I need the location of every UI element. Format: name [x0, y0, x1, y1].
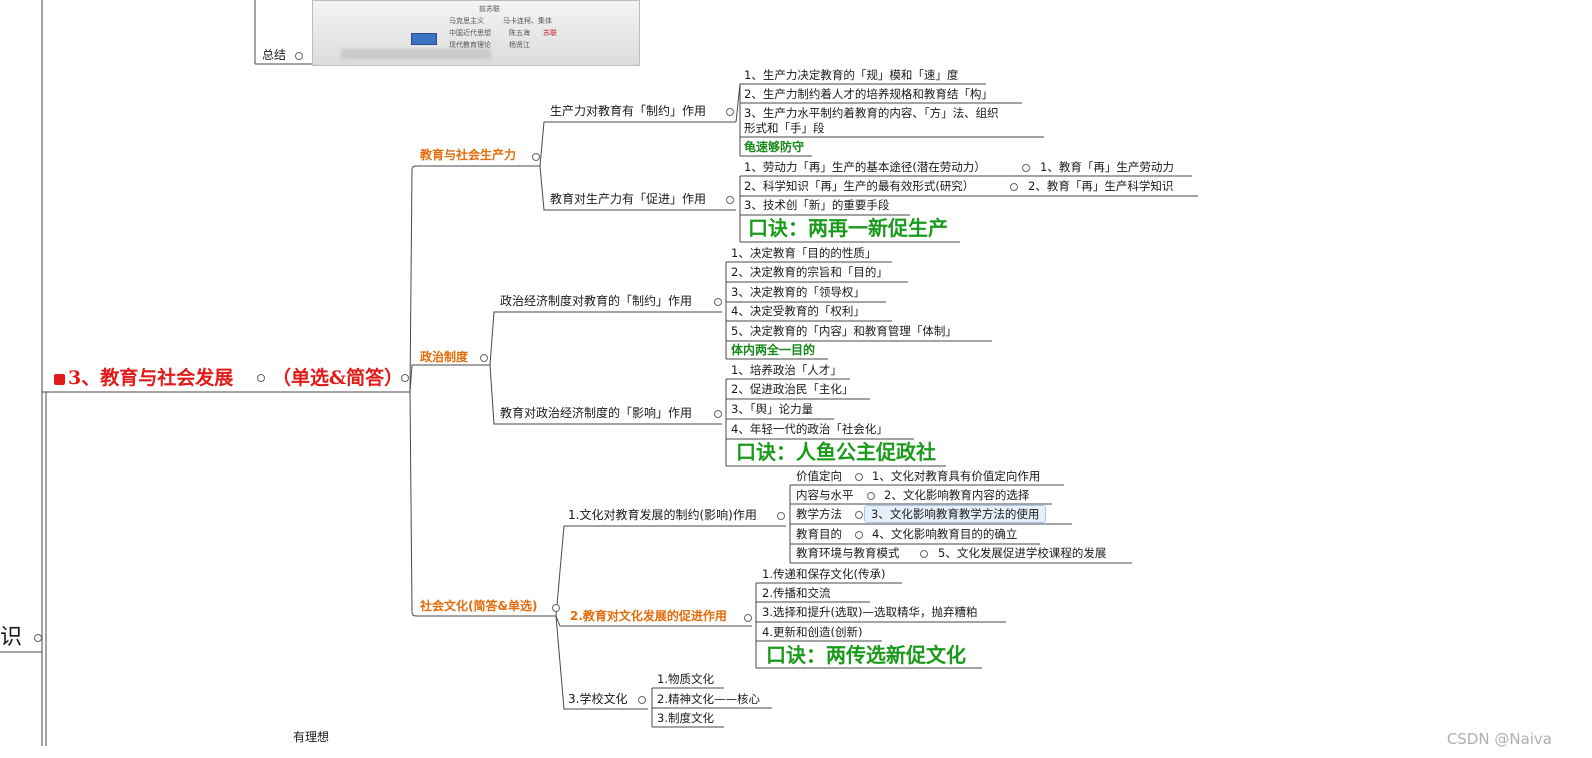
collapse-toggle[interactable]	[1010, 183, 1018, 191]
collapse-toggle[interactable]	[480, 354, 488, 362]
culture-key: 内容与水平	[796, 488, 854, 502]
collapse-toggle[interactable]	[726, 108, 734, 116]
thumb-selected-node	[411, 33, 437, 45]
mnemonic: 口诀：两再一新促生产	[748, 216, 948, 240]
mnemonic: 口诀：两传选新促文化	[766, 643, 966, 667]
leaf-item: 5、文化发展促进学校课程的发展	[938, 546, 1107, 560]
leaf-item: 1.传递和保存文化(传承)	[762, 567, 886, 581]
leaf-item: 1.物质文化	[657, 672, 714, 686]
thumb-snippet: 中国近代思想	[449, 29, 491, 37]
main-topic-suffix: （单选&简答）	[272, 367, 404, 389]
thumb-snippet: 苏联	[543, 29, 557, 37]
leaf-item: 1、培养政治「人才」	[731, 363, 842, 377]
branch-culture[interactable]: 社会文化(简答&单选)	[420, 599, 538, 613]
thumb-snippet: 陈五海	[509, 29, 530, 37]
collapse-toggle[interactable]	[401, 374, 409, 382]
leaf-item: 2.传播和交流	[762, 586, 831, 600]
leaf-item: 1、生产力决定教育的「规」模和「速」度	[744, 68, 959, 82]
branch-productivity[interactable]: 教育与社会生产力	[420, 148, 517, 162]
collapse-toggle[interactable]	[855, 531, 863, 539]
leaf-item: 形式和「手」段	[744, 121, 825, 135]
collapse-toggle[interactable]	[920, 550, 928, 558]
priority-flag-icon	[54, 373, 65, 385]
leaf-item: 3、技术创「新」的重要手段	[744, 198, 890, 212]
main-topic-label: 3、教育与社会发展	[68, 367, 234, 389]
thumb-snippet: 马克思主义	[449, 17, 484, 25]
culture-key: 价值定向	[796, 469, 842, 483]
collapse-toggle[interactable]	[777, 512, 785, 520]
thumb-snippet: 前苏联	[479, 5, 500, 13]
leaf-item: 4、决定受教育的「权利」	[731, 304, 865, 318]
collapse-toggle[interactable]	[532, 153, 540, 161]
watermark: CSDN @Naiva	[1446, 730, 1552, 748]
branch-politics[interactable]: 政治制度	[420, 350, 469, 364]
politics-influence-node[interactable]: 教育对政治经济制度的「影响」作用	[500, 406, 693, 420]
leaf-item: 1、劳动力「再」生产的基本途径(潜在劳动力）	[744, 160, 986, 174]
productivity-restrict-node[interactable]: 生产力对教育有「制约」作用	[550, 104, 707, 118]
leaf-item: 3、「舆」论力量	[731, 402, 814, 416]
footer-node[interactable]: 有理想	[293, 730, 330, 744]
culture-key: 教育环境与教育模式	[796, 546, 900, 560]
leaf-item: 5、决定教育的「内容」和教育管理「体制」	[731, 324, 957, 338]
leaf-item: 3.选择和提升(选取)—选取精华，抛弃糟粕	[762, 605, 978, 619]
thumb-snippet: 杨贤江	[509, 41, 530, 49]
culture-key: 教育目的	[796, 527, 842, 541]
culture-restrict-node[interactable]: 1.文化对教育发展的制约(影响)作用	[568, 508, 757, 522]
leaf-item: 2、促进政治民「主化」	[731, 382, 854, 396]
politics-restrict-node[interactable]: 政治经济制度对教育的「制约」作用	[500, 294, 693, 308]
culture-key: 教学方法	[796, 507, 842, 521]
leaf-item: 1、文化对教育具有价值定向作用	[872, 469, 1041, 483]
mnemonic: 龟速够防守	[744, 140, 805, 154]
leaf-item: 2、决定教育的宗旨和「目的」	[731, 265, 888, 279]
leaf-item: 1、决定教育「目的的性质」	[731, 246, 877, 260]
leaf-item: 4、年轻一代的政治「社会化」	[731, 422, 888, 436]
leaf-item: 4、文化影响教育目的的确立	[872, 527, 1018, 541]
leaf-item: 1、教育「再」生产劳动力	[1040, 160, 1174, 174]
leaf-item: 2、文化影响教育内容的选择	[884, 488, 1030, 502]
map-thumbnail[interactable]: 前苏联 马克思主义 马卡连柯、集体 中国近代思想 陈五海 苏联 现代教育理论 杨…	[312, 0, 640, 66]
collapse-toggle[interactable]	[1022, 164, 1030, 172]
productivity-promote-node[interactable]: 教育对生产力有「促进」作用	[550, 192, 707, 206]
collapse-toggle[interactable]	[638, 696, 646, 704]
leaf-item: 3.制度文化	[657, 711, 714, 725]
leaf-item: 3、决定教育的「领导权」	[731, 285, 865, 299]
summary-node[interactable]: 总结	[262, 48, 287, 62]
collapse-toggle[interactable]	[257, 374, 265, 382]
collapse-toggle[interactable]	[867, 492, 875, 500]
selected-leaf-item[interactable]: 3、文化影响教育教学方法的使用	[864, 505, 1047, 523]
mnemonic: 口诀：人鱼公主促政社	[736, 440, 936, 464]
thumb-snippet: 马卡连柯、集体	[503, 17, 552, 25]
culture-promote-node[interactable]: 2.教育对文化发展的促进作用	[570, 609, 727, 623]
collapse-toggle[interactable]	[552, 604, 560, 612]
leaf-item: 2、教育「再」生产科学知识	[1028, 179, 1174, 193]
collapse-toggle[interactable]	[714, 298, 722, 306]
culture-school-node[interactable]: 3.学校文化	[568, 692, 628, 706]
collapse-toggle[interactable]	[744, 614, 752, 622]
collapse-toggle[interactable]	[855, 473, 863, 481]
collapse-toggle[interactable]	[295, 52, 303, 60]
leaf-item: 4.更新和创造(创新)	[762, 625, 863, 639]
leaf-item: 2.精神文化——核心	[657, 692, 760, 706]
collapse-toggle[interactable]	[726, 196, 734, 204]
main-topic[interactable]: 3、教育与社会发展	[54, 366, 233, 390]
collapse-toggle[interactable]	[34, 634, 42, 642]
leaf-item: 2、科学知识「再」生产的最有效形式(研究）	[744, 179, 975, 193]
thumb-snippet: 现代教育理论	[449, 41, 491, 49]
collapse-toggle[interactable]	[855, 511, 863, 519]
root-node-label[interactable]: 识	[0, 625, 23, 650]
leaf-item: 3、生产力水平制约着教育的内容、「方」法、组织	[744, 106, 999, 120]
leaf-item: 2、生产力制约着人才的培养规格和教育结「构」	[744, 87, 993, 101]
thumb-blurred-text	[341, 49, 491, 59]
collapse-toggle[interactable]	[714, 410, 722, 418]
mnemonic: 体内两全一目的	[731, 343, 816, 357]
